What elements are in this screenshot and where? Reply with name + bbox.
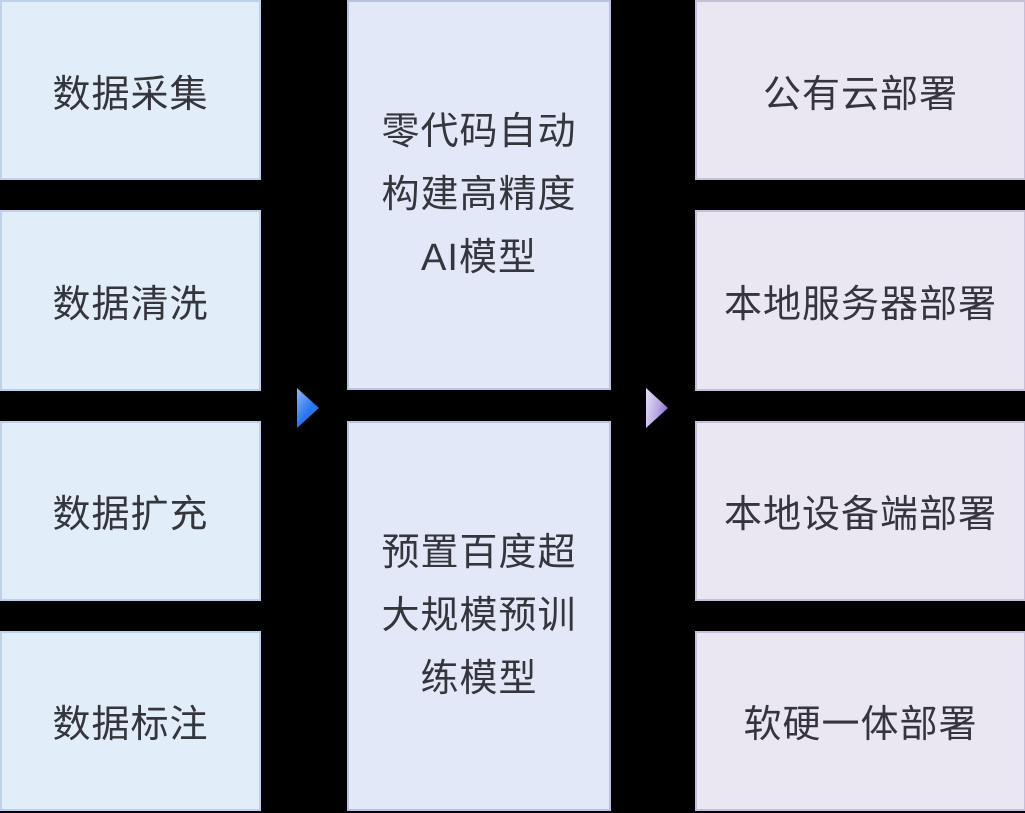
box-label-line: 预置百度超 <box>381 531 577 574</box>
box-local-device-deploy: 本地设备端部署 <box>695 420 1025 601</box>
box-label-line: 构建高精度 <box>381 173 577 216</box>
box-data-collection: 数据采集 <box>0 0 261 181</box>
arrow-right-icon <box>297 388 319 428</box>
box-zero-code-model: 零代码自动 构建高精度 AI模型 <box>347 0 611 390</box>
box-label: 数据采集 <box>52 73 209 116</box>
box-hw-sw-integrated-deploy: 软硬一体部署 <box>695 630 1025 811</box>
box-label: 数据清洗 <box>52 283 209 326</box>
box-label-line: AI模型 <box>421 236 537 279</box>
column-model-building: 零代码自动 构建高精度 AI模型 预置百度超 大规模预训 练模型 <box>347 0 611 811</box>
box-local-server-deploy: 本地服务器部署 <box>695 210 1025 391</box>
box-label: 软硬一体部署 <box>743 704 978 747</box>
column-deployment: 公有云部署 本地服务器部署 本地设备端部署 软硬一体部署 <box>695 0 1025 811</box>
arrow-right-icon <box>646 388 668 428</box>
box-label: 数据标注 <box>52 704 209 747</box>
box-data-cleaning: 数据清洗 <box>0 210 261 391</box>
box-label: 本地服务器部署 <box>723 283 997 326</box>
box-label-line: 零代码自动 <box>381 110 577 153</box>
column-data-preparation: 数据采集 数据清洗 数据扩充 数据标注 <box>0 0 261 811</box>
box-label-line: 练模型 <box>420 657 538 700</box>
box-label: 本地设备端部署 <box>723 494 997 537</box>
box-label-line: 大规模预训 <box>381 594 577 637</box>
box-label: 数据扩充 <box>52 494 209 537</box>
box-data-annotation: 数据标注 <box>0 630 261 811</box>
box-data-augmentation: 数据扩充 <box>0 420 261 601</box>
box-public-cloud-deploy: 公有云部署 <box>695 0 1025 181</box>
box-pretrained-model: 预置百度超 大规模预训 练模型 <box>347 421 611 811</box>
box-label: 公有云部署 <box>762 73 958 116</box>
